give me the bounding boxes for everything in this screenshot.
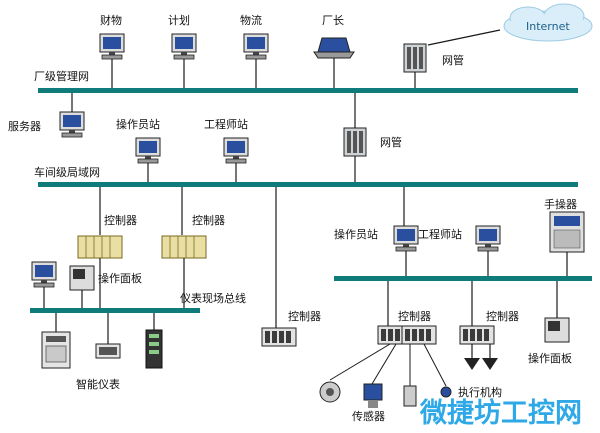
server (59, 93, 85, 138)
controller-3-label: 控制器 (288, 309, 321, 323)
controller-4 (377, 325, 437, 345)
controller-2-label: 控制器 (192, 213, 225, 227)
controller-1 (77, 235, 123, 259)
logistics-pc (243, 33, 269, 88)
fieldbus-bus (30, 308, 200, 313)
factory-net-label: 厂级管理网 (34, 69, 89, 83)
sensor-device-1 (319, 381, 341, 403)
gateway-top-label: 网管 (442, 53, 464, 67)
operator-station-label: 操作员站 (116, 117, 160, 131)
actuator-label: 执行机构 (458, 385, 502, 399)
workshop-net-bus (38, 182, 578, 187)
controller-4-label: 控制器 (398, 309, 431, 323)
controller-1-label: 控制器 (104, 213, 137, 227)
instrument-3 (145, 329, 163, 369)
internet-link (427, 29, 501, 46)
engineer-station (223, 137, 249, 182)
director-label: 厂长 (322, 14, 344, 27)
finance-pc (99, 33, 125, 88)
actuator-device-1 (464, 358, 480, 370)
sensor-device-3 (403, 385, 417, 407)
operator-station-right (393, 225, 419, 252)
workshop-net-label: 车间级局域网 (34, 165, 100, 179)
sensor-device-2 (363, 383, 383, 408)
operator-panel-left (69, 265, 95, 308)
watermark-text: 微捷坊工控网 (419, 398, 582, 429)
smart-instruments-label: 智能仪表 (76, 377, 120, 391)
controller-5-label: 控制器 (486, 309, 519, 323)
operator-station-right-label: 操作员站 (334, 227, 378, 241)
server-label: 服务器 (8, 120, 41, 133)
gateway-mid-label: 网管 (380, 135, 402, 149)
left-small-pc (31, 261, 57, 308)
engineer-station-right-label: 工程师站 (418, 227, 462, 241)
planning-pc (171, 33, 197, 88)
sensor-label: 传感器 (352, 410, 385, 423)
controller-2 (161, 235, 207, 259)
controller-5 (459, 325, 495, 345)
controller-3 (261, 327, 297, 347)
instrument-2 (95, 343, 121, 359)
planning-label: 计划 (168, 14, 190, 27)
operator-station (135, 137, 161, 182)
actuator-device-2 (482, 358, 498, 370)
factory-net-bus (38, 88, 578, 93)
handheld-label: 手操器 (544, 197, 577, 211)
fieldbus-label: 仪表现场总线 (180, 291, 246, 305)
instrument-1 (41, 331, 71, 369)
operator-panel-left-label: 操作面板 (98, 271, 142, 285)
handheld (549, 211, 585, 276)
engineer-station-label: 工程师站 (204, 117, 248, 131)
internet-label: Internet (526, 20, 570, 33)
director-laptop (313, 37, 355, 88)
operator-panel-right-label: 操作面板 (528, 351, 572, 365)
control-bus-right (334, 276, 592, 281)
gateway-mid (343, 93, 367, 182)
sensor-device-4 (440, 386, 452, 398)
internet-cloud: Internet (503, 3, 593, 42)
engineer-station-right (475, 225, 501, 252)
gateway-top (403, 43, 427, 88)
finance-label: 财物 (100, 13, 122, 27)
logistics-label: 物流 (240, 13, 262, 27)
operator-panel-right (544, 317, 570, 343)
